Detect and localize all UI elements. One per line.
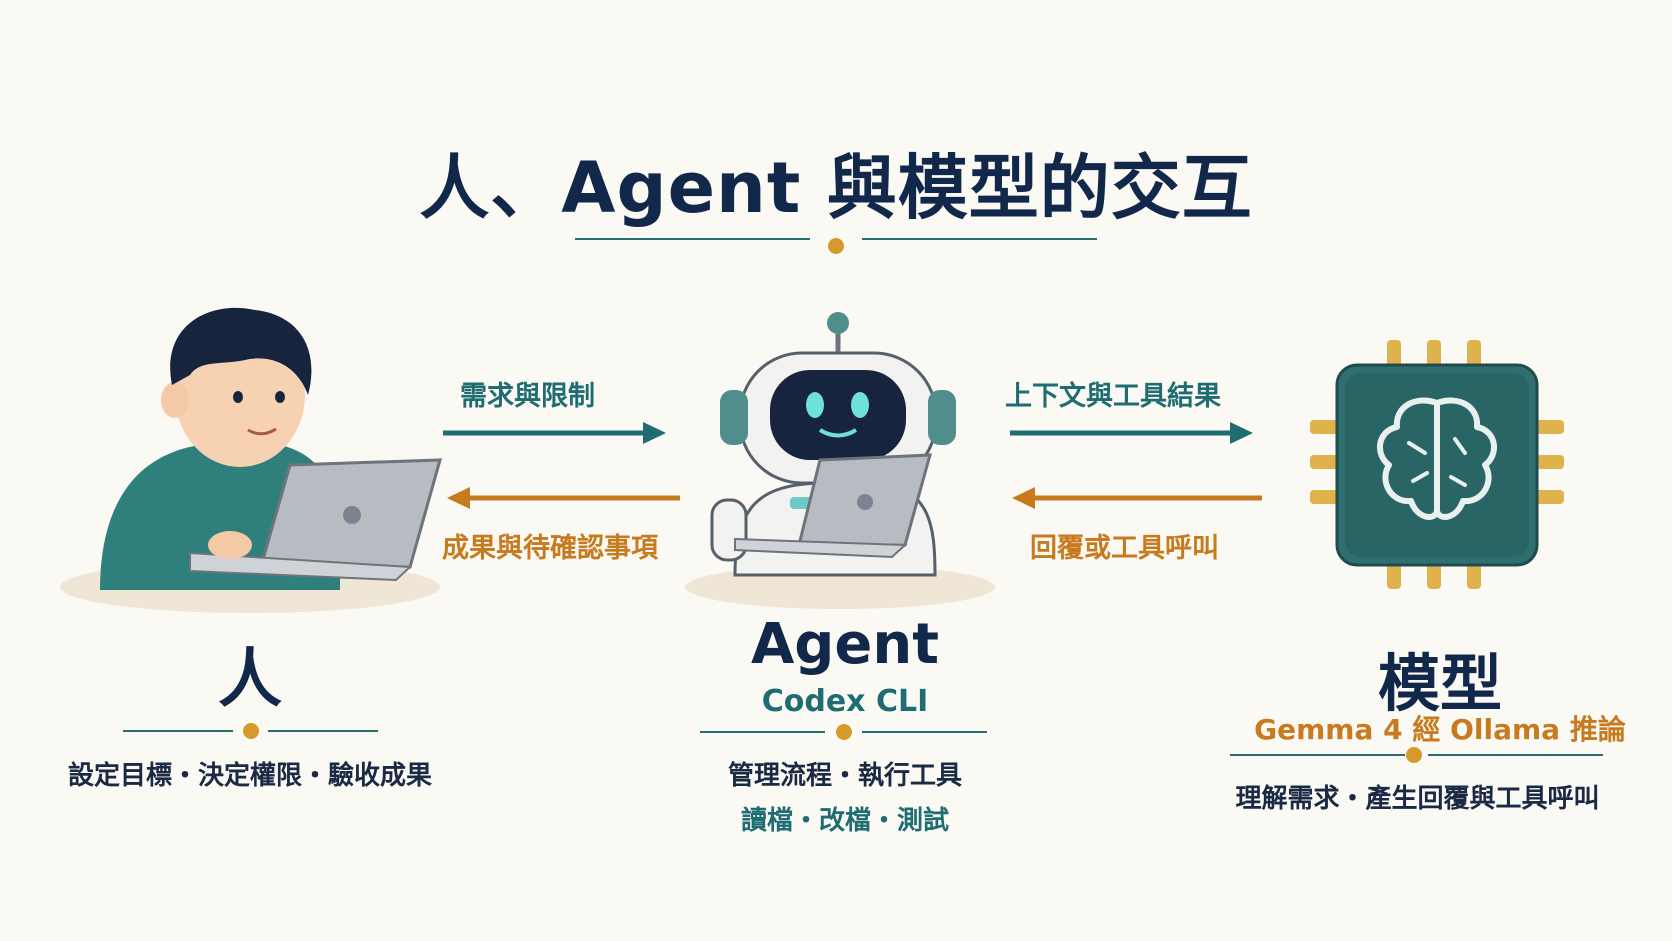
- model-divider-dot: [1406, 747, 1422, 763]
- agent-divider-left: [700, 731, 825, 733]
- model-node-title: 模型: [1377, 647, 1502, 720]
- agent-node-title: Agent: [750, 612, 940, 677]
- arrow-left-icon: [1012, 487, 1262, 509]
- title-divider-right: [862, 238, 1097, 240]
- human-divider-dot: [243, 723, 259, 739]
- human-divider-left: [123, 730, 233, 732]
- arrow-label-results: 成果與待確認事項: [442, 533, 658, 564]
- arrow-label-context: 上下文與工具結果: [1005, 381, 1221, 412]
- person-with-laptop-illustration: [60, 307, 442, 613]
- arrow-label-reply: 回覆或工具呼叫: [1030, 533, 1219, 564]
- agent-node-subtitle: Codex CLI: [761, 684, 929, 719]
- arrow-right-icon: [1010, 422, 1253, 444]
- title-divider-left: [575, 238, 810, 240]
- agent-node-capabilities: 讀檔・改檔・測試: [740, 806, 949, 836]
- agent-divider-right: [862, 731, 987, 733]
- page-title: 人、Agent 與模型的交互: [419, 147, 1253, 229]
- arrow-right-icon: [443, 422, 666, 444]
- model-divider-left: [1230, 754, 1405, 756]
- agent-divider-dot: [836, 724, 852, 740]
- human-node-title: 人: [218, 643, 282, 717]
- arrow-left-icon: [447, 487, 680, 509]
- model-node-subtitle: Gemma 4 經 Ollama 推論: [1254, 713, 1626, 746]
- robot-agent-illustration: [685, 312, 995, 609]
- agent-node-description: 管理流程・執行工具: [727, 761, 962, 791]
- arrow-label-requirements: 需求與限制: [460, 381, 595, 412]
- model-divider-right: [1428, 754, 1603, 756]
- human-divider-right: [268, 730, 378, 732]
- model-node-description: 理解需求・產生回覆與工具呼叫: [1235, 784, 1600, 814]
- title-divider-dot: [828, 238, 844, 254]
- human-node-description: 設定目標・決定權限・驗收成果: [67, 761, 432, 791]
- brain-chip-model-illustration: [1310, 340, 1564, 589]
